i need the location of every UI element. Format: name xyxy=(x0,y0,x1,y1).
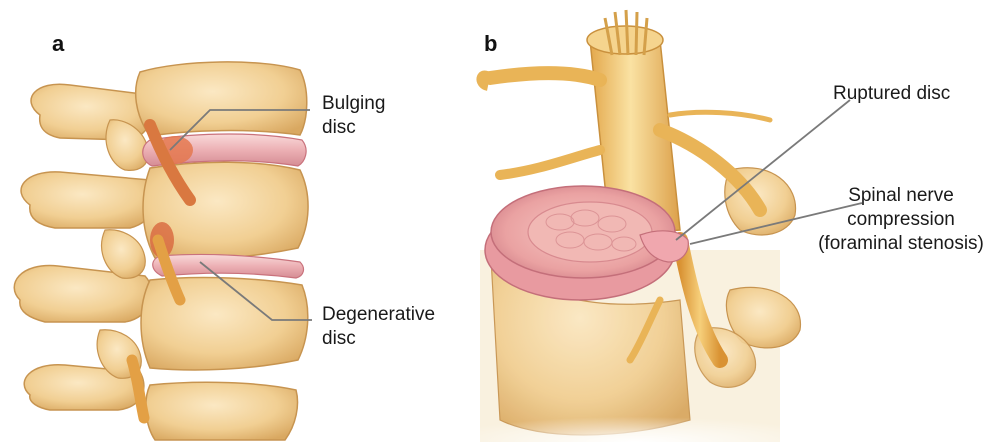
panel-a-spine xyxy=(14,62,312,440)
nerve-root-lower xyxy=(132,360,144,418)
compression-label-line2: compression xyxy=(806,208,996,232)
degenerative-disc-label: Degenerative disc xyxy=(322,303,435,351)
panel-b-spine xyxy=(470,10,862,442)
panel-label-b: b xyxy=(484,31,497,57)
panel-label-a: a xyxy=(52,31,64,57)
ruptured-disc-label: Ruptured disc xyxy=(833,82,950,106)
vertebral-body-1 xyxy=(136,62,307,136)
compression-label-line1: Spinal nerve xyxy=(806,184,996,208)
degenerative-disc-label-line1: Degenerative xyxy=(322,303,435,327)
vertebral-body-3 xyxy=(141,278,308,370)
cord-top xyxy=(587,26,663,54)
bulging-disc-label-line2: disc xyxy=(322,116,385,140)
spinal-nerve-compression-label: Spinal nerve compression (foraminal sten… xyxy=(806,184,996,256)
spinous-process-middle xyxy=(21,172,157,228)
nerve-branch-upper-left xyxy=(490,73,600,80)
compression-label-line3: (foraminal stenosis) xyxy=(806,232,996,256)
bulging-disc-label-line1: Bulging xyxy=(322,92,385,116)
nerve-branch-right-thin xyxy=(670,112,770,120)
degenerative-disc-label-line2: disc xyxy=(322,327,435,351)
bulging-disc-label: Bulging disc xyxy=(322,92,385,140)
vertebral-body-4 xyxy=(146,382,298,440)
nerve-branch-left-mid xyxy=(500,150,600,175)
